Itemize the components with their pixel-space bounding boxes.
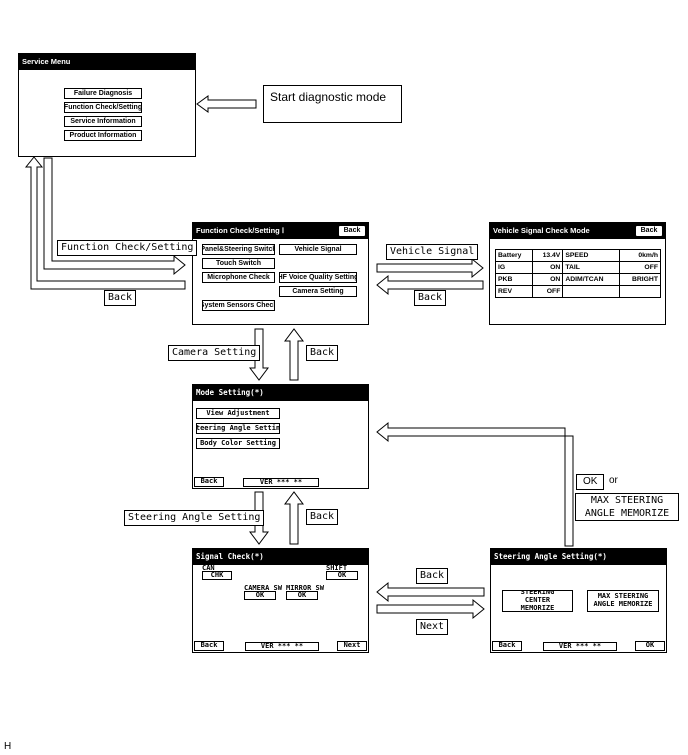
- table-row: Battery 13.4V SPEED 0km/h: [494, 249, 661, 262]
- camera-setting-button[interactable]: Camera Setting: [279, 286, 357, 297]
- signal-name: IG: [494, 261, 534, 274]
- signal-check-back-button[interactable]: Back: [194, 641, 224, 651]
- can-label: CAN: [202, 564, 215, 572]
- body-color-setting-button[interactable]: Body Color Setting: [196, 438, 280, 449]
- arrow-service-to-function: [43, 157, 186, 276]
- signal-check-screen: Signal Check(*) CAN CHK SHIFT OK CAMERA …: [192, 548, 369, 653]
- arrow-start-to-service: [196, 95, 257, 113]
- camera-sw-label: CAMERA SW: [244, 584, 282, 592]
- label-back-to-function-2: Back: [306, 345, 339, 361]
- mode-setting-screen: Mode Setting(*) View Adjustment Steering…: [192, 384, 369, 489]
- panel-steering-switch-button[interactable]: Panel&Steering Switch: [202, 244, 275, 255]
- signal-value: ON: [532, 273, 564, 286]
- mode-setting-version: VER *** **: [243, 478, 319, 487]
- failure-diagnosis-button[interactable]: Failure Diagnosis: [64, 88, 142, 99]
- signal-check-version: VER *** **: [245, 642, 319, 651]
- service-menu-screen: Service Menu Failure Diagnosis Function …: [18, 53, 196, 157]
- function-check-back-button[interactable]: Back: [339, 226, 365, 236]
- vehicle-signal-table: Battery 13.4V SPEED 0km/h IG ON TAIL OFF…: [494, 249, 661, 298]
- label-back-to-signal: Back: [416, 568, 449, 584]
- function-check-screen: Function Check/Setting Ⅰ Back Panel&Stee…: [192, 222, 369, 325]
- label-max-steering-angle-memorize: MAX STEERING ANGLE MEMORIZE: [575, 493, 679, 521]
- camera-sw-value: OK: [244, 591, 276, 600]
- arrow-steering-ok-to-mode: [376, 421, 574, 547]
- table-row: PKB ON ADIM/TCAN BRIGHT: [494, 273, 661, 286]
- label-function-check-setting: Function Check/Setting: [57, 240, 198, 256]
- label-back-to-mode: Back: [306, 509, 339, 525]
- label-camera-setting: Camera Setting: [168, 345, 261, 361]
- touch-switch-button[interactable]: Touch Switch: [202, 258, 275, 269]
- max-steering-angle-memorize-button[interactable]: MAX STEERING ANGLE MEMORIZE: [587, 590, 659, 612]
- signal-name: PKB: [494, 273, 534, 286]
- steering-angle-title: Steering Angle Setting(*): [491, 549, 666, 565]
- vehicle-signal-button[interactable]: Vehicle Signal: [279, 244, 357, 255]
- signal-value: BRIGHT: [619, 273, 661, 286]
- vehicle-signal-title: Vehicle Signal Check Mode: [490, 223, 665, 239]
- signal-name: TAIL: [562, 261, 621, 274]
- signal-value: ON: [532, 261, 564, 274]
- signal-value: [619, 285, 661, 298]
- product-information-button[interactable]: Product Information: [64, 130, 142, 141]
- service-information-button[interactable]: Service Information: [64, 116, 142, 127]
- mode-setting-back-button[interactable]: Back: [194, 477, 224, 487]
- arrow-signal-back: [284, 491, 304, 545]
- steering-angle-ok-button[interactable]: OK: [635, 641, 665, 651]
- arrow-signal-next: [376, 598, 485, 620]
- signal-name: SPEED: [562, 249, 621, 262]
- table-row: REV OFF: [494, 285, 661, 298]
- shift-label: SHIFT: [326, 564, 348, 572]
- vehicle-signal-screen: Vehicle Signal Check Mode Back Battery 1…: [489, 222, 666, 325]
- arrow-vehicle-back: [376, 274, 484, 296]
- hf-voice-quality-setting-button[interactable]: HF Voice Quality Setting: [279, 272, 357, 283]
- steering-angle-screen: Steering Angle Setting(*) STEERING CENTE…: [490, 548, 667, 653]
- label-back-to-function: Back: [414, 290, 447, 306]
- microphone-check-button[interactable]: Microphone Check: [202, 272, 275, 283]
- service-menu-title: Service Menu: [19, 54, 195, 70]
- signal-check-title: Signal Check(*): [193, 549, 368, 565]
- label-or: or: [609, 475, 618, 486]
- steering-angle-setting-button[interactable]: Steering Angle Setting: [196, 423, 280, 434]
- arrow-function-back-to-service: [24, 156, 186, 290]
- signal-name: [562, 285, 621, 298]
- can-value: CHK: [202, 571, 232, 580]
- steering-angle-back-button[interactable]: Back: [492, 641, 522, 651]
- table-row: IG ON TAIL OFF: [494, 261, 661, 274]
- function-check-title: Function Check/Setting Ⅰ: [193, 223, 368, 239]
- vehicle-signal-back-button[interactable]: Back: [636, 226, 662, 236]
- label-ok: OK: [576, 474, 605, 490]
- label-vehicle-signal: Vehicle Signal: [386, 244, 479, 260]
- steering-center-memorize-button[interactable]: STEERING CENTER MEMORIZE: [502, 590, 573, 612]
- function-check-setting-button[interactable]: Function Check/Setting: [64, 102, 142, 113]
- signal-value: 13.4V: [532, 249, 564, 262]
- mirror-sw-label: MIRROR SW: [286, 584, 324, 592]
- signal-name: REV: [494, 285, 534, 298]
- arrow-function-to-vehicle: [376, 257, 484, 279]
- steering-angle-version: VER *** **: [543, 642, 617, 651]
- signal-name: Battery: [494, 249, 534, 262]
- signal-check-next-button[interactable]: Next: [337, 641, 367, 651]
- signal-value: OFF: [619, 261, 661, 274]
- label-back-to-service: Back: [104, 290, 137, 306]
- system-sensors-check-button[interactable]: System Sensors Check: [202, 300, 275, 311]
- signal-name: ADIM/TCAN: [562, 273, 621, 286]
- label-steering-angle-setting: Steering Angle Setting: [124, 510, 265, 526]
- view-adjustment-button[interactable]: View Adjustment: [196, 408, 280, 419]
- signal-value: OFF: [532, 285, 564, 298]
- start-diagnostic-mode-box: Start diagnostic mode: [263, 85, 402, 123]
- label-next: Next: [416, 619, 449, 635]
- arrow-mode-back: [284, 328, 304, 381]
- shift-value: OK: [326, 571, 358, 580]
- mode-setting-title: Mode Setting(*): [193, 385, 368, 401]
- mirror-sw-value: OK: [286, 591, 318, 600]
- corner-letter: H: [4, 741, 12, 752]
- signal-value: 0km/h: [619, 249, 661, 262]
- arrow-steering-back: [376, 581, 485, 603]
